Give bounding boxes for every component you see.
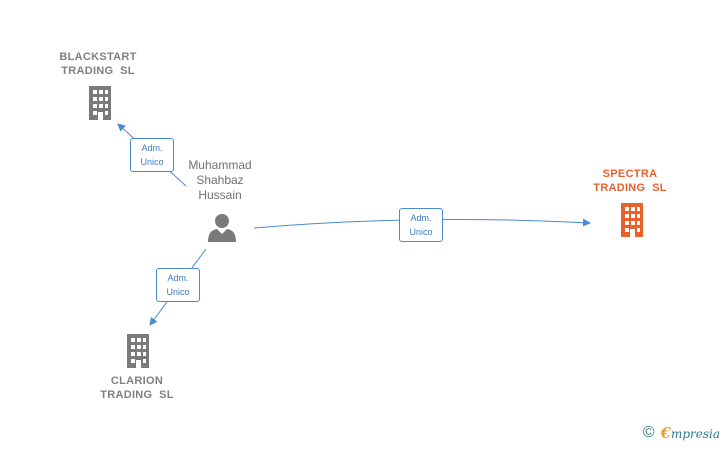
- blackstart-label[interactable]: BLACKSTART TRADING SL: [59, 51, 137, 77]
- spectra-label[interactable]: SPECTRA TRADING SL: [593, 168, 667, 194]
- brand-name: €mpresia: [661, 424, 721, 442]
- role-badge-spectra[interactable]: Adm. Unico: [399, 208, 443, 242]
- building-icon[interactable]: [123, 334, 153, 368]
- role-badge-clarion[interactable]: Adm. Unico: [156, 268, 200, 302]
- brand-name-rest: mpresia: [670, 427, 720, 441]
- person-icon[interactable]: [207, 212, 237, 242]
- role-badge-blackstart[interactable]: Adm. Unico: [130, 138, 174, 172]
- brand-initial: €: [660, 424, 671, 442]
- copyright-icon: ©: [642, 424, 655, 441]
- building-icon[interactable]: [85, 86, 115, 120]
- brand-watermark: © €mpresia: [643, 424, 720, 442]
- building-icon[interactable]: [617, 203, 647, 237]
- clarion-label[interactable]: CLARION TRADING SL: [100, 375, 174, 401]
- person-label[interactable]: Muhammad Shahbaz Hussain: [188, 158, 252, 202]
